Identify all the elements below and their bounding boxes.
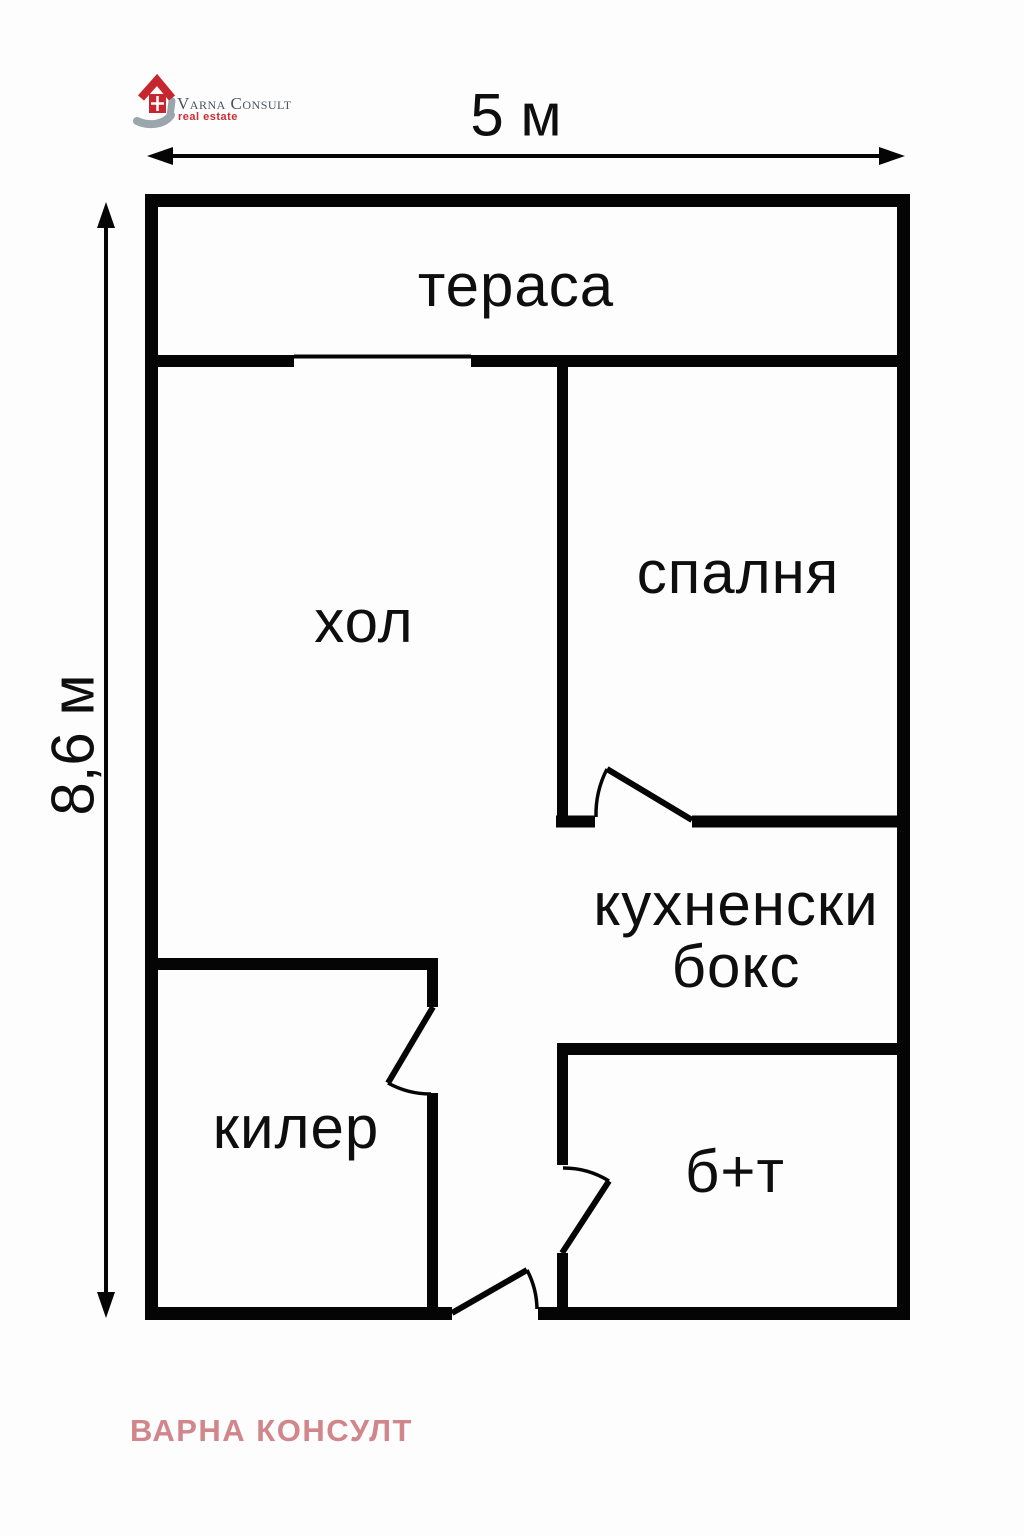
door-arcs [387, 768, 610, 1310]
room-label-living: хол [314, 588, 414, 655]
door-leaf-bedroom [605, 766, 694, 823]
room-label-kitchen-line1: кухненски [593, 871, 879, 938]
room-label-bedroom: спалня [636, 539, 840, 606]
door-leaf-bath [559, 1179, 612, 1255]
logo-house-icon [133, 73, 176, 129]
logo-roof [138, 73, 176, 101]
door-arc-entrance [525, 1269, 539, 1310]
logo: Varna Consult real estate [130, 70, 320, 140]
interior-walls-vertical [427, 355, 568, 1320]
logo-hand-thumb [166, 97, 176, 120]
watermark-text: ВАРНА КОНСУЛТ [130, 1413, 413, 1448]
door-leaves [385, 766, 694, 1316]
dimension-label-height: 8,6 м [39, 674, 107, 816]
interior-walls [145, 355, 910, 1055]
door-leaf-pantry [385, 1005, 436, 1085]
door-leaf-entrance [450, 1267, 529, 1316]
dimension-label-width: 5 м [470, 81, 562, 149]
room-label-bath: б+т [685, 1138, 785, 1205]
outer-walls [145, 194, 910, 1320]
room-label-pantry: килер [212, 1094, 380, 1161]
room-label-terrace: тераса [417, 252, 615, 319]
logo-title: Varna Consult [177, 94, 292, 113]
logo-tagline: real estate [178, 111, 238, 123]
room-label-kitchen: кухненски бокс [593, 874, 878, 998]
door-arc-bath [562, 1166, 610, 1183]
door-arc-bedroom [594, 768, 609, 818]
room-label-kitchen-line2: бокс [671, 933, 801, 1000]
door-arc-pantry [387, 1081, 432, 1096]
